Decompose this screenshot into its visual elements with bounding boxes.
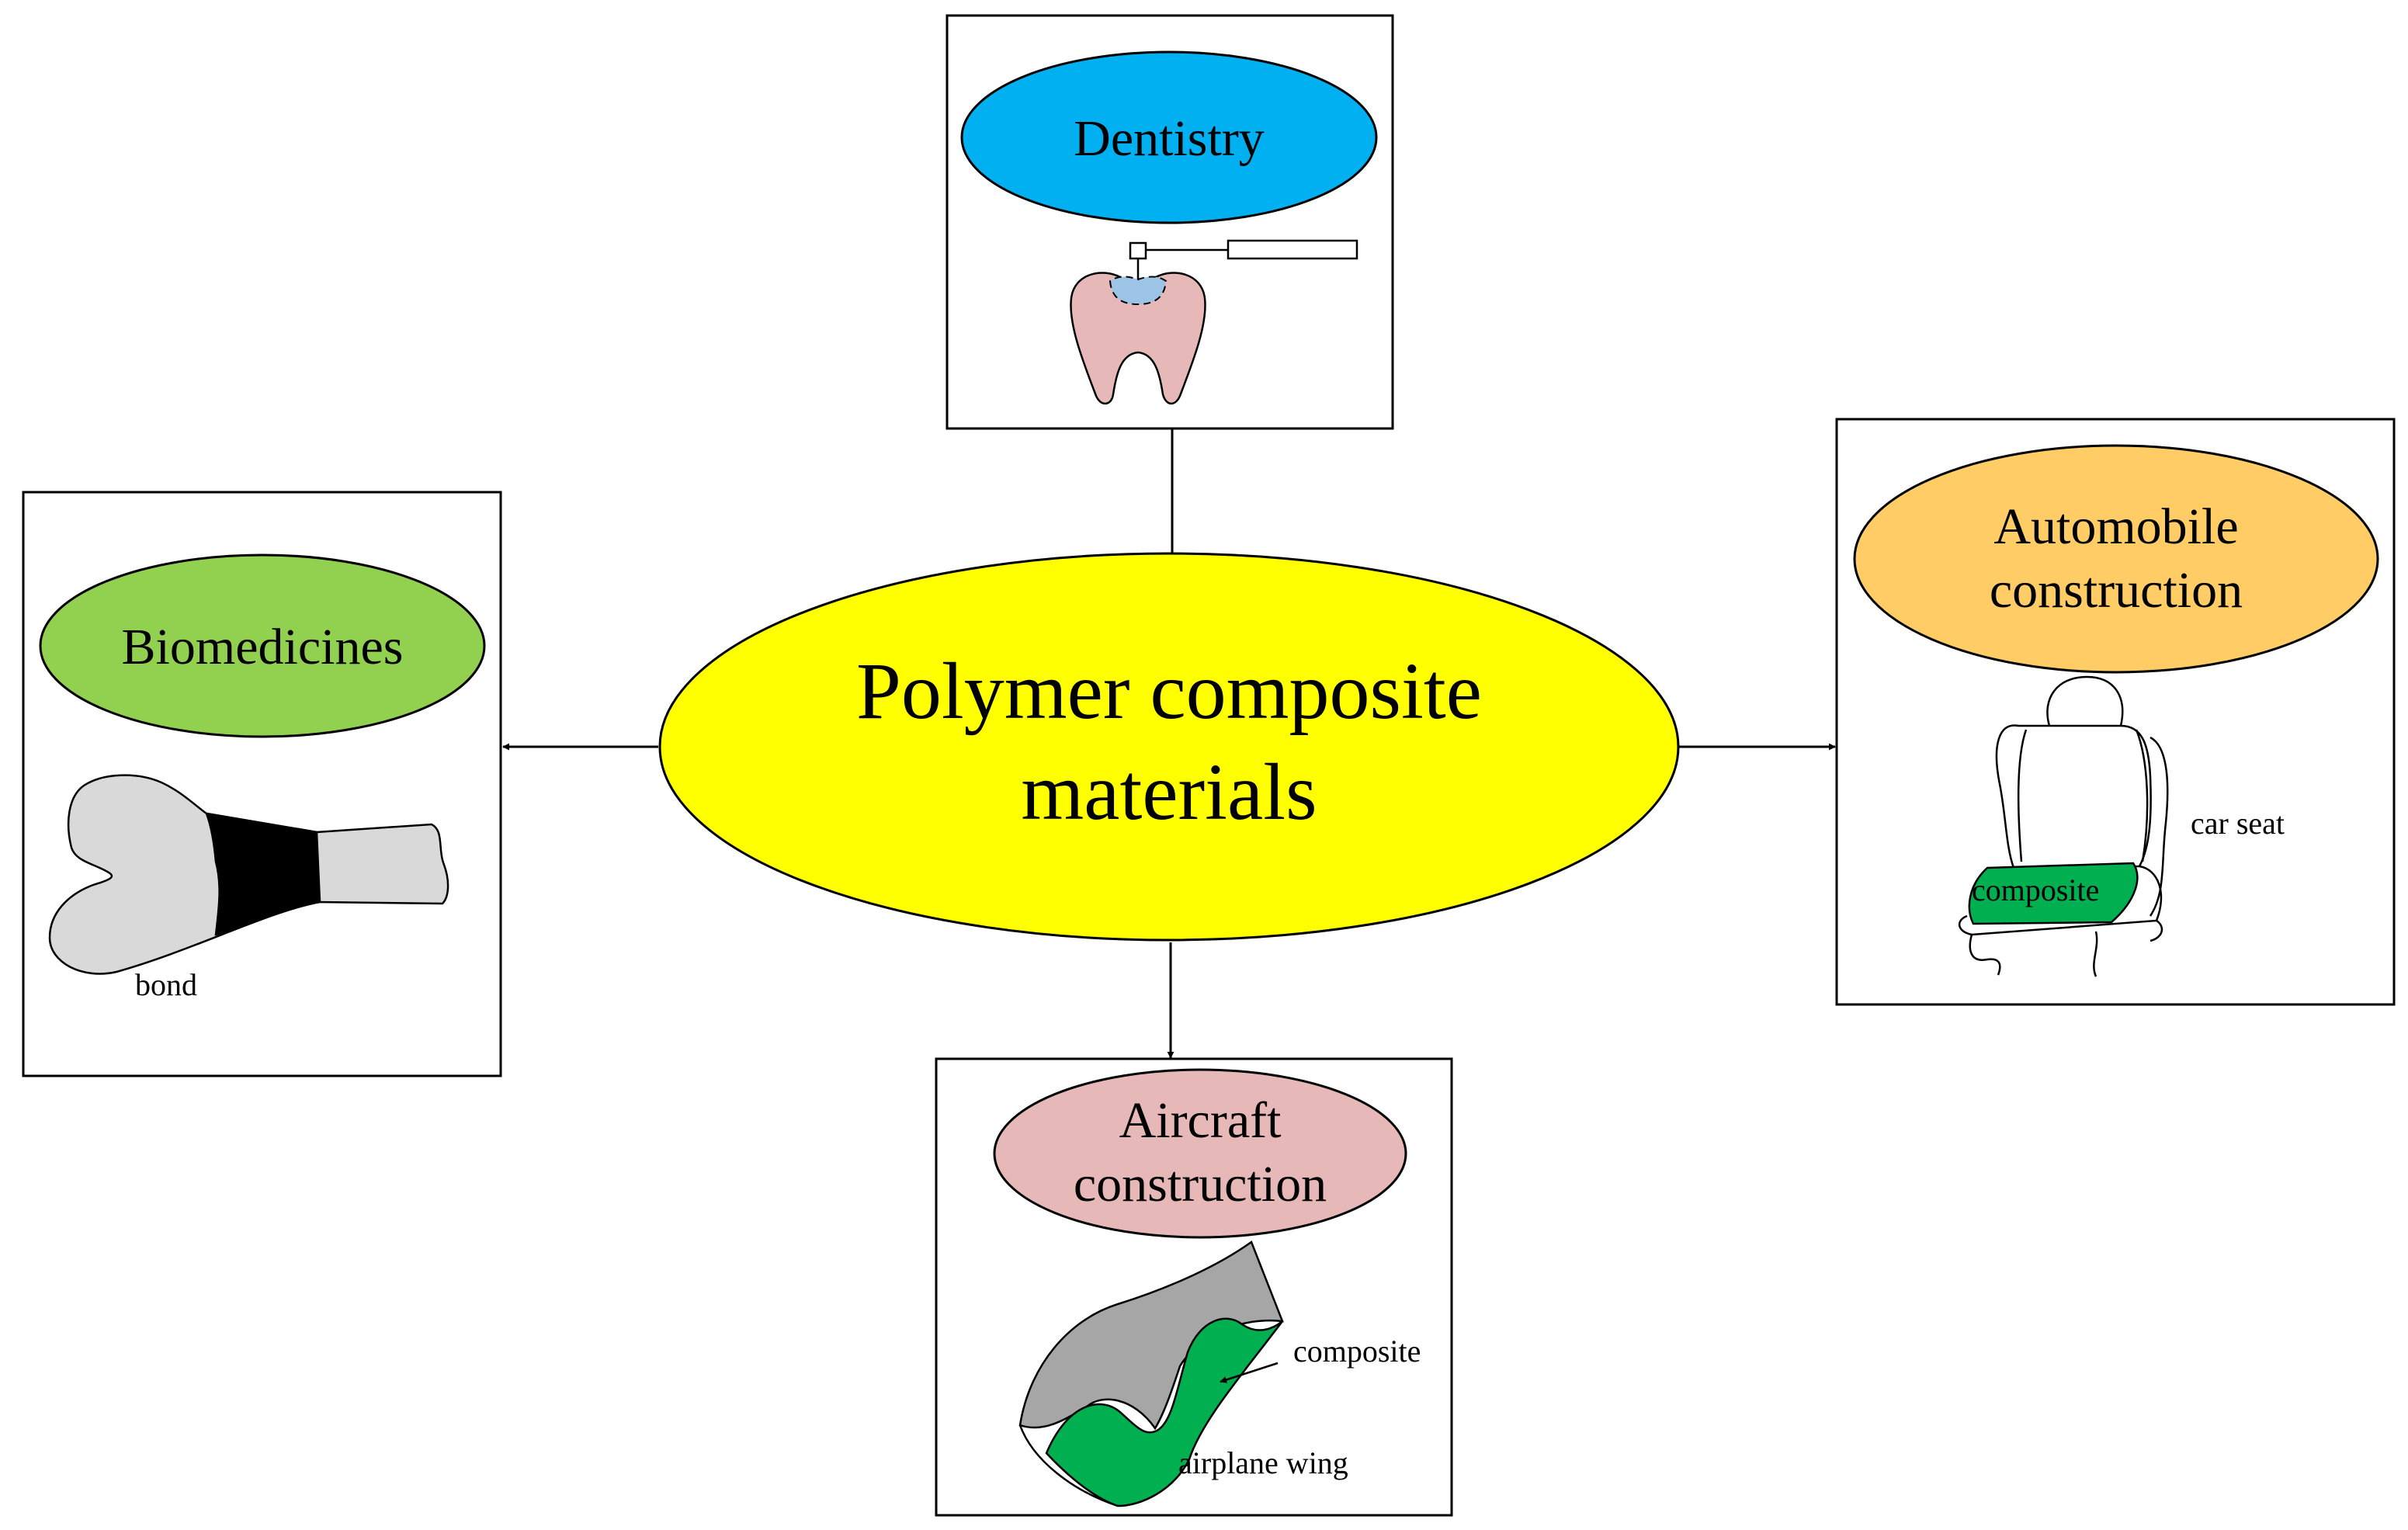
center-node: Polymer composite materials <box>658 552 1680 942</box>
tooth-filling <box>1109 276 1168 306</box>
automobile-ellipse <box>1853 444 2379 674</box>
automobile-panel: Automobile construction composite car se… <box>1835 418 2396 1006</box>
seat-composite-label: composite <box>1972 873 2099 907</box>
bond-band <box>205 812 321 936</box>
aircraft-panel: Aircraft construction composite airplane… <box>935 1057 1453 1517</box>
dentistry-title: Dentistry <box>1074 110 1265 167</box>
center-title-line1: Polymer composite <box>856 647 1482 736</box>
tooth-icon <box>1070 239 1358 405</box>
center-ellipse <box>658 552 1680 942</box>
aircraft-title-line2: construction <box>1074 1156 1327 1213</box>
automobile-title-line2: construction <box>1990 562 2243 619</box>
biomedicines-title: Biomedicines <box>122 619 404 675</box>
dentistry-ellipse <box>960 50 1378 224</box>
car-seat-label: car seat <box>2191 806 2285 841</box>
aircraft-ellipse <box>993 1068 1407 1239</box>
center-title-line2: materials <box>1021 748 1317 837</box>
wing-composite-label: composite <box>1293 1334 1421 1369</box>
biomedicines-ellipse <box>39 553 486 738</box>
wing-composite-layer <box>1045 1317 1283 1507</box>
bond-label: bond <box>135 967 197 1002</box>
automobile-title-line1: Automobile <box>1993 498 2238 555</box>
biomedicines-panel: Biomedicines bond <box>22 491 502 1077</box>
bone-icon <box>48 774 449 975</box>
dentistry-panel: Dentistry <box>946 14 1394 430</box>
seat-composite-cushion <box>1968 862 2139 925</box>
airplane-wing-label: airplane wing <box>1178 1445 1348 1480</box>
aircraft-title-line1: Aircraft <box>1119 1092 1282 1149</box>
composite-pointer <box>1220 1362 1279 1383</box>
airplane-wing-icon <box>1018 1240 1284 1507</box>
car-seat-icon <box>1959 675 2169 977</box>
